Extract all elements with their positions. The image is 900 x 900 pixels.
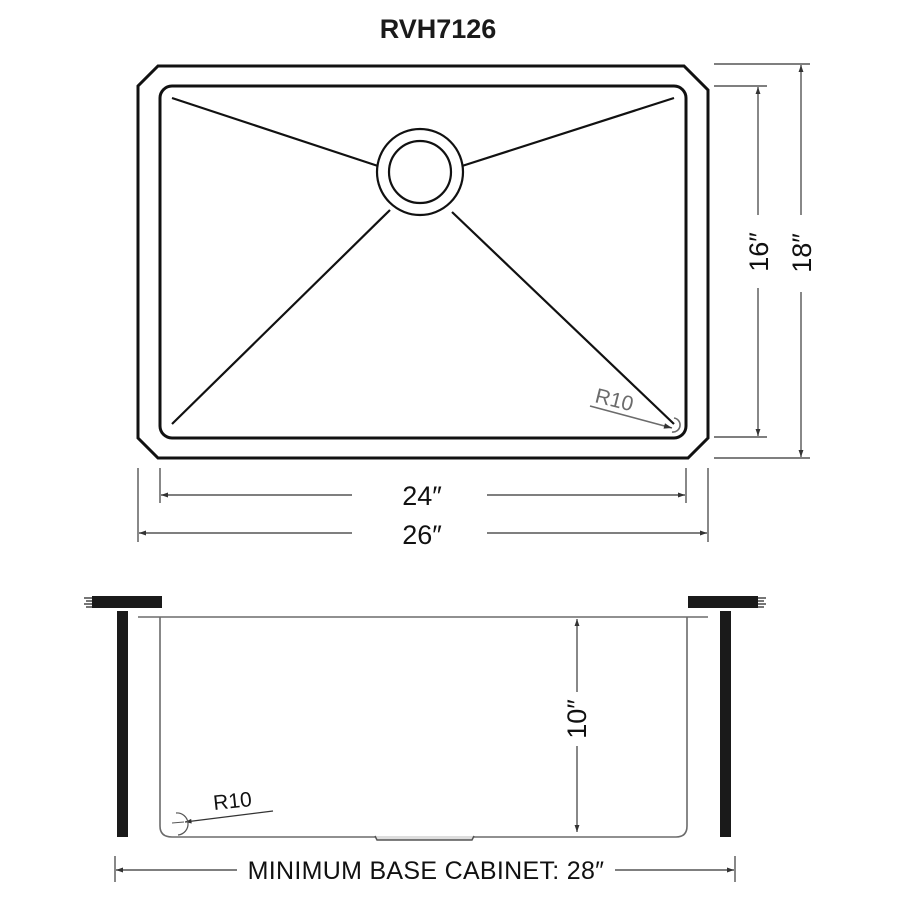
cabinet-wall-left bbox=[117, 611, 128, 837]
cabinet-wall-right bbox=[720, 611, 731, 837]
slope-line-bottom-left bbox=[171, 209, 391, 425]
side-corner-radius-callout: R10 bbox=[171, 788, 274, 836]
min-cabinet-dimension: MINIMUM BASE CABINET: 28″ bbox=[114, 856, 736, 885]
top-radius-label: R10 bbox=[593, 385, 636, 417]
top-corner-radius-callout: R10 bbox=[589, 385, 681, 433]
outer-depth-label: 18″ bbox=[787, 233, 817, 273]
slope-line-top-left bbox=[171, 96, 379, 168]
drain-inner-ring bbox=[387, 139, 453, 205]
outer-width-dimension: 26″ bbox=[139, 520, 707, 550]
countertop-left bbox=[84, 596, 162, 608]
side-radius-label: R10 bbox=[212, 788, 253, 815]
drain-profile bbox=[374, 835, 475, 841]
outer-flange-outline bbox=[136, 64, 710, 460]
min-cabinet-label: MINIMUM BASE CABINET: 28″ bbox=[248, 857, 605, 885]
inner-width-dimension: 24″ bbox=[161, 481, 685, 511]
outer-width-label: 26″ bbox=[402, 520, 442, 550]
inner-depth-dimension: 16″ bbox=[744, 87, 774, 436]
slope-line-bottom-right bbox=[451, 211, 675, 425]
countertop-right bbox=[688, 596, 766, 608]
inner-width-label: 24″ bbox=[402, 481, 442, 511]
slope-line-top-right bbox=[461, 96, 675, 168]
inner-depth-label: 16″ bbox=[744, 232, 774, 272]
bowl-depth-label: 10″ bbox=[562, 699, 592, 739]
bowl-depth-dimension: 10″ bbox=[562, 619, 592, 832]
drain-outer-ring bbox=[375, 127, 465, 217]
outer-depth-dimension: 18″ bbox=[787, 65, 817, 457]
top-view: R10 24″ 26″ 16″ bbox=[136, 63, 817, 550]
side-view: 10″ R10 MINIMUM BASE CABINET: 28″ bbox=[84, 596, 766, 885]
model-title: RVH7126 bbox=[380, 14, 497, 44]
inner-bowl-outline bbox=[158, 84, 688, 440]
